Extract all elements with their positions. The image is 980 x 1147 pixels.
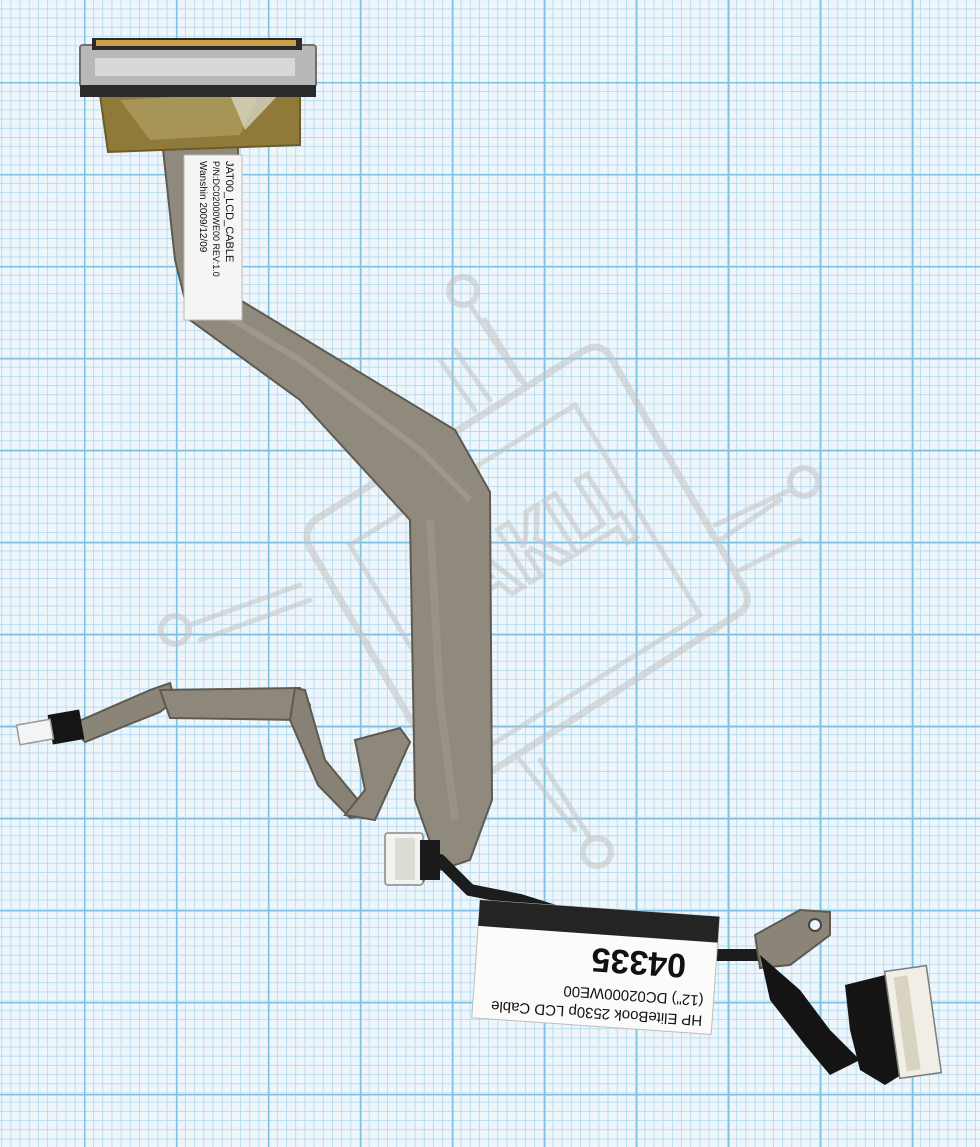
bottom-label-code: 04335 bbox=[590, 940, 687, 985]
top-label-line2: P/N:DC02000WE00 REV:1.0 bbox=[211, 161, 221, 277]
bottom-cable-label: HP EliteBook 2530p LCD Cable (12") DC020… bbox=[471, 899, 720, 1035]
small-connector-middle bbox=[384, 832, 440, 886]
top-cable-label: JAT00_LCD_CABLE P/N:DC02000WE00 REV:1.0 … bbox=[183, 154, 243, 321]
top-label-line3: Wanshin 2009/12/09 bbox=[197, 161, 208, 253]
top-label-line1: JAT00_LCD_CABLE bbox=[223, 161, 235, 262]
main-ribbon-cable bbox=[160, 139, 494, 872]
left-lead bbox=[15, 681, 412, 822]
bottom-right-connector bbox=[753, 908, 943, 1085]
top-connector bbox=[79, 38, 317, 154]
